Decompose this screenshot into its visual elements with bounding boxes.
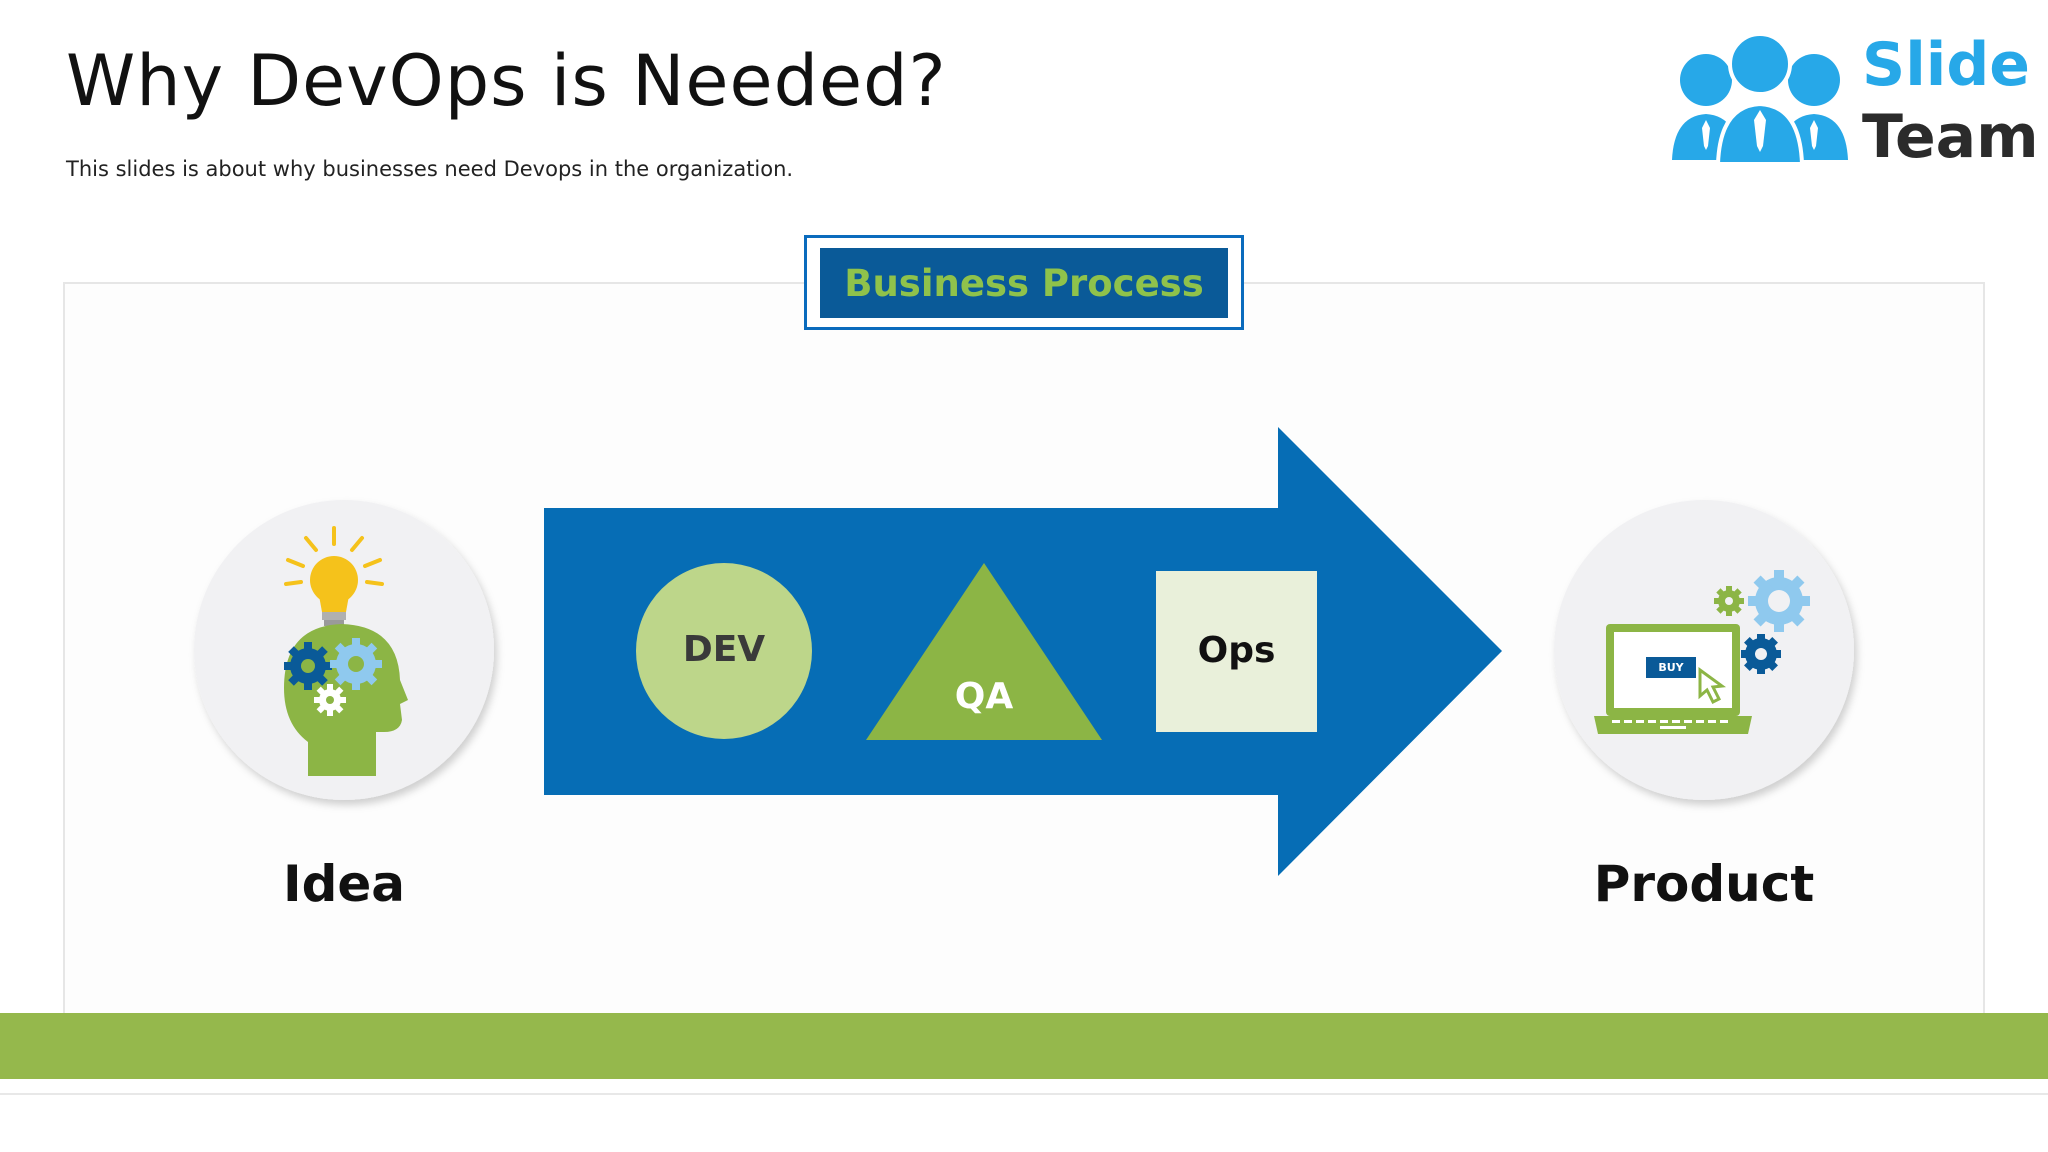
ops-label: Ops — [1197, 630, 1276, 671]
slide-title: Why DevOps is Needed? — [66, 40, 947, 122]
qa-triangle — [866, 563, 1102, 740]
dev-label: DEV — [682, 629, 766, 670]
laptop-buy-with-gears-icon — [1594, 570, 1810, 734]
ops-square — [1156, 571, 1317, 732]
business-process-banner: Business Process — [804, 235, 1244, 330]
product-label: Product — [1593, 855, 1815, 913]
footer-green-band — [0, 1013, 2048, 1079]
idea-label: Idea — [282, 855, 406, 913]
logo-text-team: Team — [1862, 102, 2039, 172]
qa-label: QA — [954, 676, 1014, 717]
logo-text-slide: Slide — [1862, 30, 2030, 100]
slide-subtitle: This slides is about why businesses need… — [66, 157, 794, 181]
dev-circle — [636, 563, 812, 739]
head-with-lightbulb-and-gears-icon — [284, 526, 408, 776]
slideteam-logo: Slide Team — [1664, 28, 2039, 173]
business-process-label: Business Process — [820, 248, 1228, 318]
people-icon — [1672, 32, 1848, 166]
buy-button-label: BUY — [1658, 661, 1684, 674]
footer-divider — [0, 1093, 2048, 1095]
